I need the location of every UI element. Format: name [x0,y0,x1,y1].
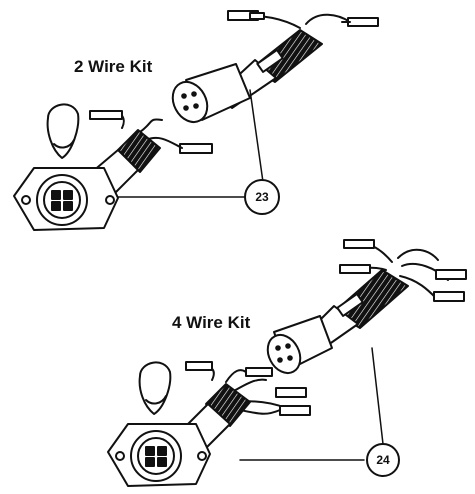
terminal-connector [343,239,375,249]
terminal-connector [279,405,311,416]
terminal-connector [185,361,213,371]
terminal-connector [179,143,213,154]
callout-number-23: 23 [255,190,269,204]
plug-face [171,80,209,124]
leader-line [371,347,384,445]
terminal-connector [245,367,273,377]
four-wire-socket-assembly [107,361,365,487]
two-wire-socket-assembly [13,103,245,231]
two-wire-plug-assembly [171,10,379,183]
terminal-connector [433,291,465,302]
plug-face [266,333,302,375]
terminal-connector [435,269,467,280]
terminal-connector [89,110,123,120]
terminal-connector [339,264,371,274]
dust-cap [46,103,80,159]
terminal-connector [275,387,307,398]
four-wire-plug-assembly [266,239,467,445]
leader-line [249,89,264,183]
callout-23: 23 [244,179,280,215]
terminal-connector [347,17,379,27]
callout-24: 24 [366,443,400,477]
kit-title-4-wire: 4 Wire Kit [172,313,251,332]
callout-number-24: 24 [376,453,390,467]
kit-title-2-wire: 2 Wire Kit [74,57,153,76]
dust-cap [138,361,172,415]
